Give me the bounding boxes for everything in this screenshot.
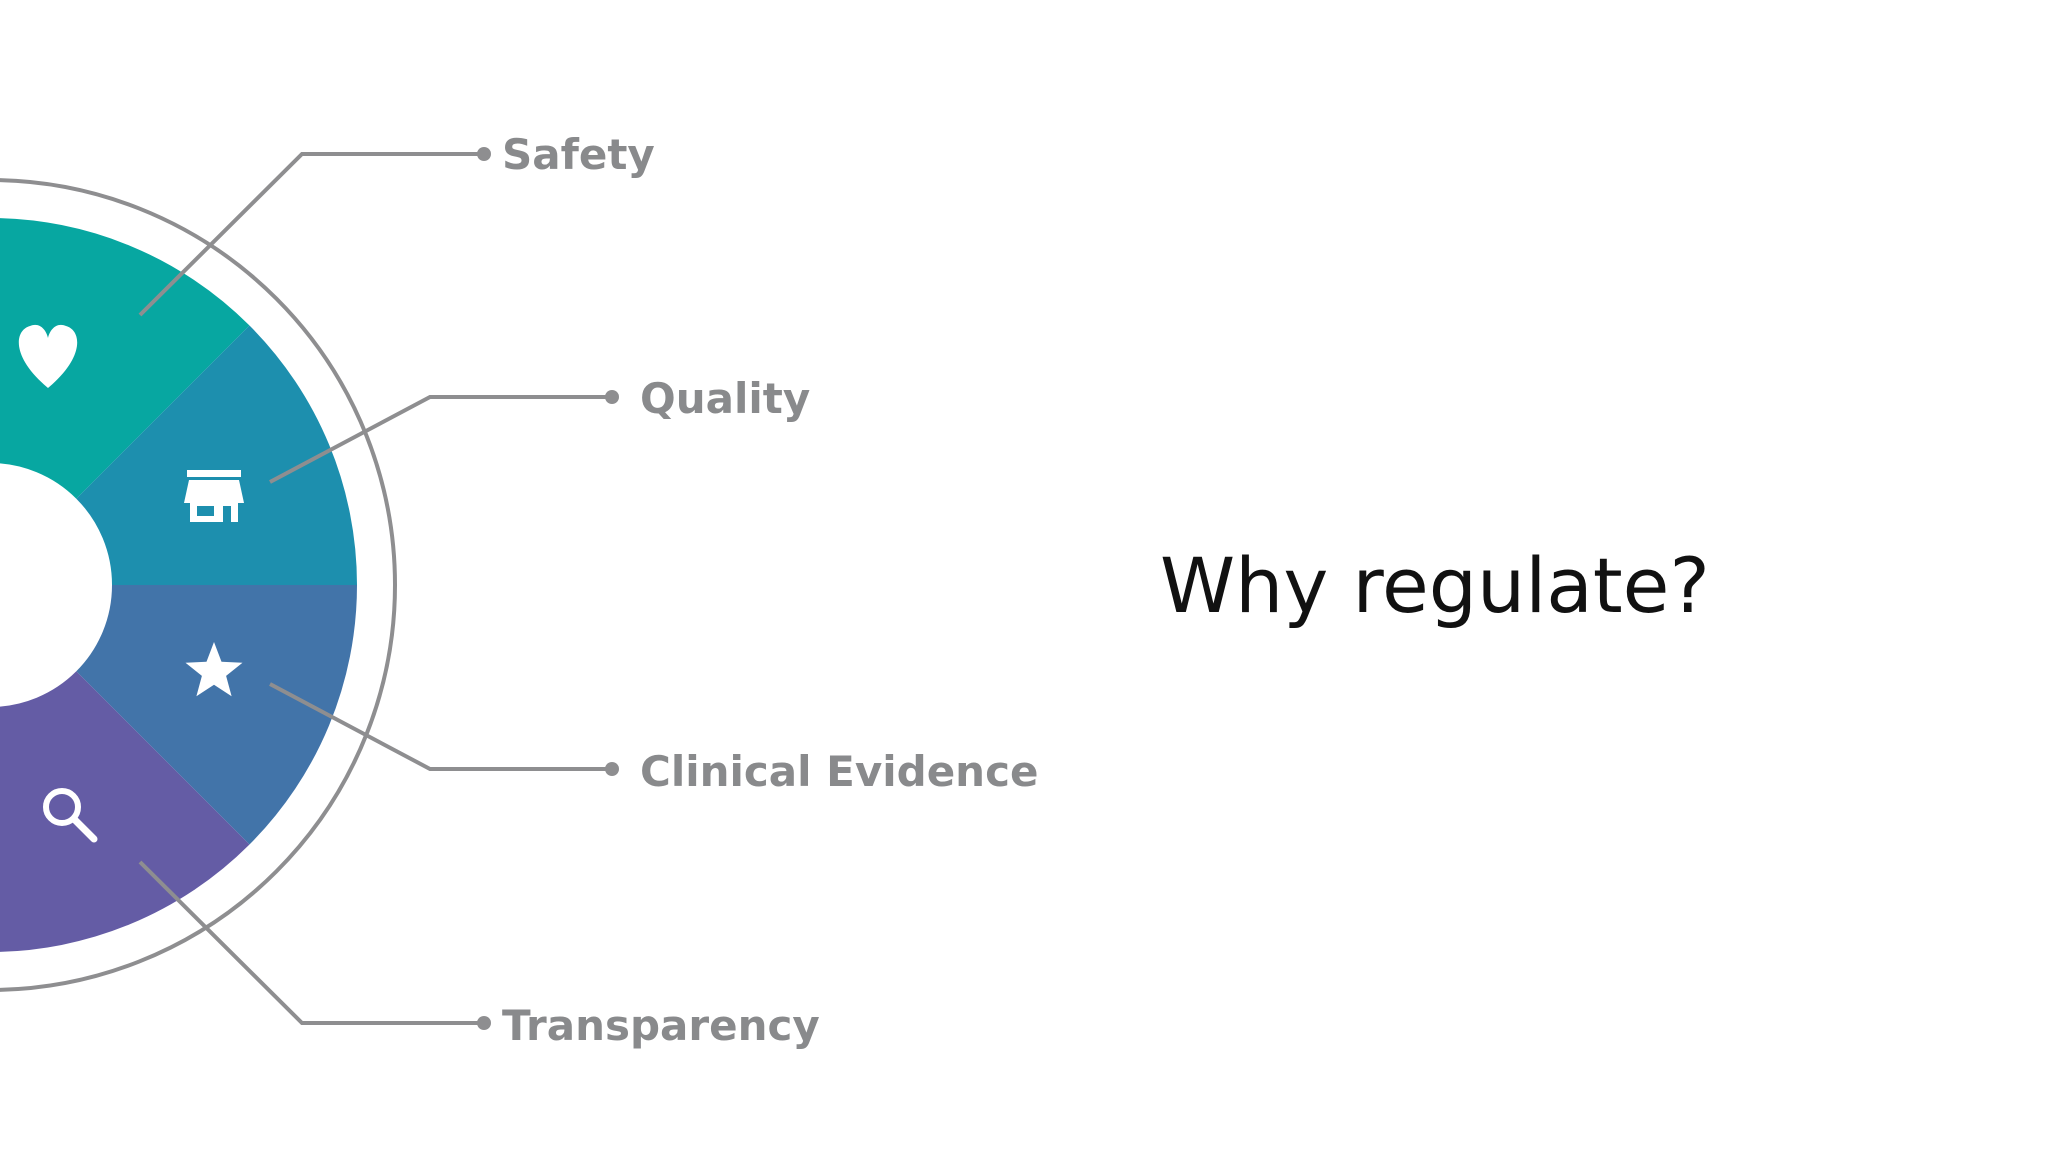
segment-clinical-evidence: [76, 585, 358, 845]
label-clinical-evidence: Clinical Evidence: [640, 747, 1038, 796]
label-safety: Safety: [502, 130, 655, 179]
leader-line-clinical-evidence: [269, 682, 612, 771]
star-icon: [185, 642, 243, 697]
segment-quality: [76, 325, 358, 585]
magnifier-icon: [43, 788, 98, 843]
outer-ring: [0, 178, 397, 992]
segment-safety: [0, 218, 250, 499]
segment-transparency: [0, 671, 250, 952]
leader-dot-transparency: [477, 1016, 491, 1030]
heart-icon: [18, 324, 78, 388]
label-quality: Quality: [640, 374, 810, 423]
leader-dot-clinical-evidence: [605, 762, 619, 776]
leader-dot-safety: [477, 147, 491, 161]
leader-dot-quality: [605, 390, 619, 404]
slide-title: Why regulate?: [1160, 541, 1710, 630]
leader-line-quality: [269, 395, 612, 484]
storefront-icon: [184, 470, 244, 522]
label-transparency: Transparency: [502, 1001, 820, 1050]
leader-line-transparency: [138, 860, 484, 1025]
leader-line-safety: [138, 152, 484, 317]
